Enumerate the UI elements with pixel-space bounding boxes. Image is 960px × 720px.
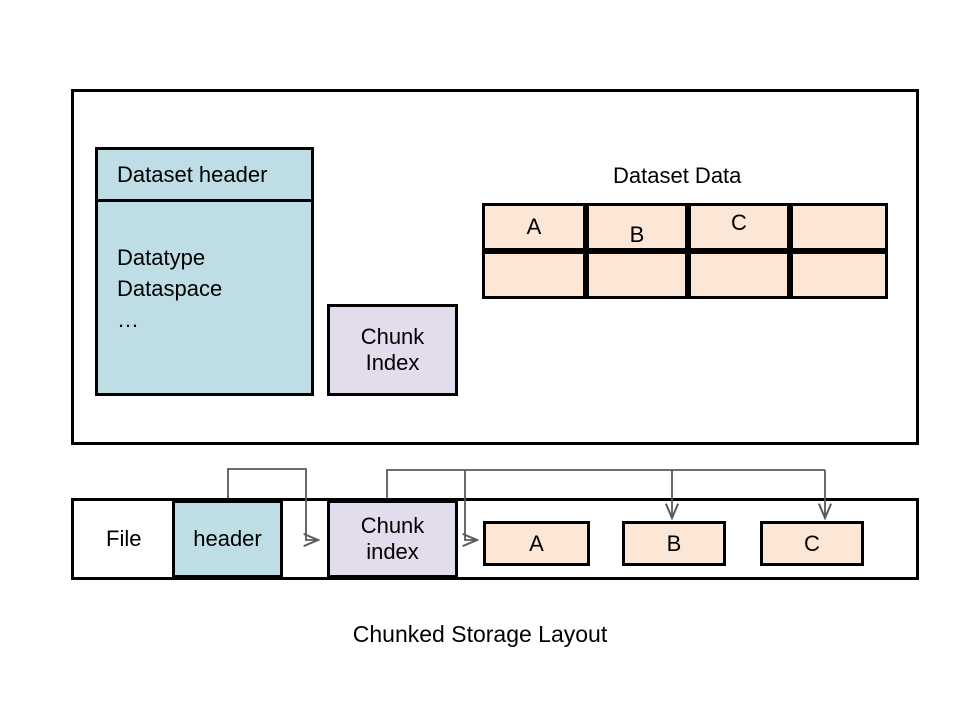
dataset-data-cell-r0c0: A xyxy=(482,203,586,251)
arrow-trunk-chunk-index xyxy=(386,469,825,498)
dataset-data-cell-r1c1 xyxy=(586,251,688,299)
file-block-chunk-index: Chunk index xyxy=(327,500,458,578)
dataset-data-cell-r1c3 xyxy=(790,251,888,299)
file-block-chunk-b: B xyxy=(622,521,726,566)
dataset-header-box: Dataset header Datatype Dataspace … xyxy=(95,147,314,396)
dataset-data-cell-r1c0 xyxy=(482,251,586,299)
figure-caption: Chunked Storage Layout xyxy=(352,621,608,647)
dataset-data-cell-r0c3 xyxy=(790,203,888,251)
chunk-index-box: Chunk Index xyxy=(327,304,458,396)
file-block-chunk-c: C xyxy=(760,521,864,566)
dataset-header-title: Dataset header xyxy=(98,150,311,202)
dataset-header-body: Datatype Dataspace … xyxy=(117,245,223,333)
dataset-data-cell-r1c2 xyxy=(688,251,790,299)
file-label: File xyxy=(106,526,142,551)
dataset-data-title: Dataset Data xyxy=(613,163,742,188)
dataset-data-cell-text: C xyxy=(731,210,747,235)
file-block-header: header xyxy=(172,500,283,578)
file-block-chunk-a: A xyxy=(483,521,590,566)
dataset-data-cell-r0c2: C xyxy=(688,203,790,251)
dataset-data-cell-text: A xyxy=(526,214,542,239)
dataset-data-cell-text: B xyxy=(629,222,645,247)
dataset-data-cell-r0c1: B xyxy=(586,203,688,251)
